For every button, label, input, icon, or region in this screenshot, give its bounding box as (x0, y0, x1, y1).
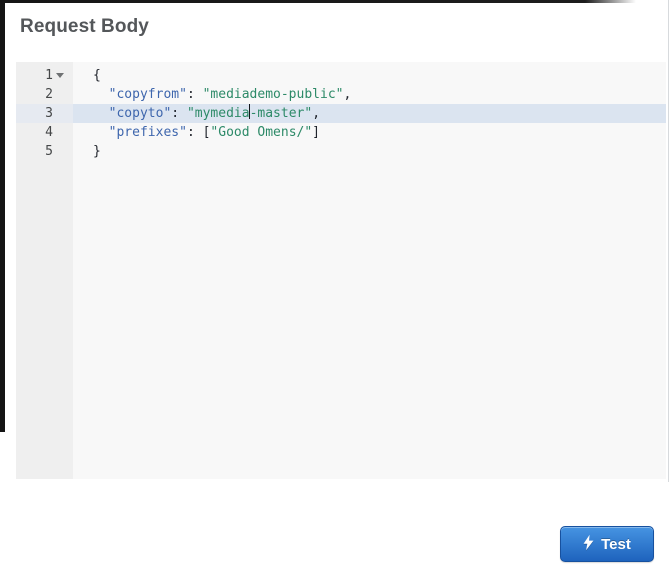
crop-border-right (668, 0, 669, 482)
line-number: 4 (16, 123, 73, 142)
test-button[interactable]: Test (560, 526, 654, 562)
text-cursor (248, 104, 251, 119)
code-line-content: "copyto": "mymedia-master", (73, 104, 666, 123)
request-body-code-editor[interactable]: 1{2 "copyfrom": "mediademo-public",3 "co… (16, 62, 666, 479)
code-lines: 1{2 "copyfrom": "mediademo-public",3 "co… (16, 62, 666, 161)
lightning-bolt-icon (583, 534, 594, 555)
code-line: 1{ (16, 66, 666, 85)
code-line: 2 "copyfrom": "mediademo-public", (16, 85, 666, 104)
code-line-content: { (93, 68, 101, 83)
line-number: 1 (16, 66, 73, 85)
fold-arrow-icon[interactable] (56, 73, 64, 78)
code-line-content: "copyfrom": "mediademo-public", (108, 87, 352, 102)
code-line: 5} (16, 142, 666, 161)
page-title: Request Body (20, 16, 149, 37)
crop-border-top (0, 0, 636, 3)
line-number: 2 (16, 85, 73, 104)
line-number: 5 (16, 142, 73, 161)
code-line-content: "prefixes": ["Good Omens/"] (108, 125, 320, 140)
test-button-label: Test (601, 535, 631, 553)
code-line-content: } (93, 144, 101, 159)
code-line: 3 "copyto": "mymedia-master", (16, 104, 666, 123)
crop-border-left (0, 0, 5, 432)
line-number: 3 (16, 104, 73, 123)
code-line: 4 "prefixes": ["Good Omens/"] (16, 123, 666, 142)
